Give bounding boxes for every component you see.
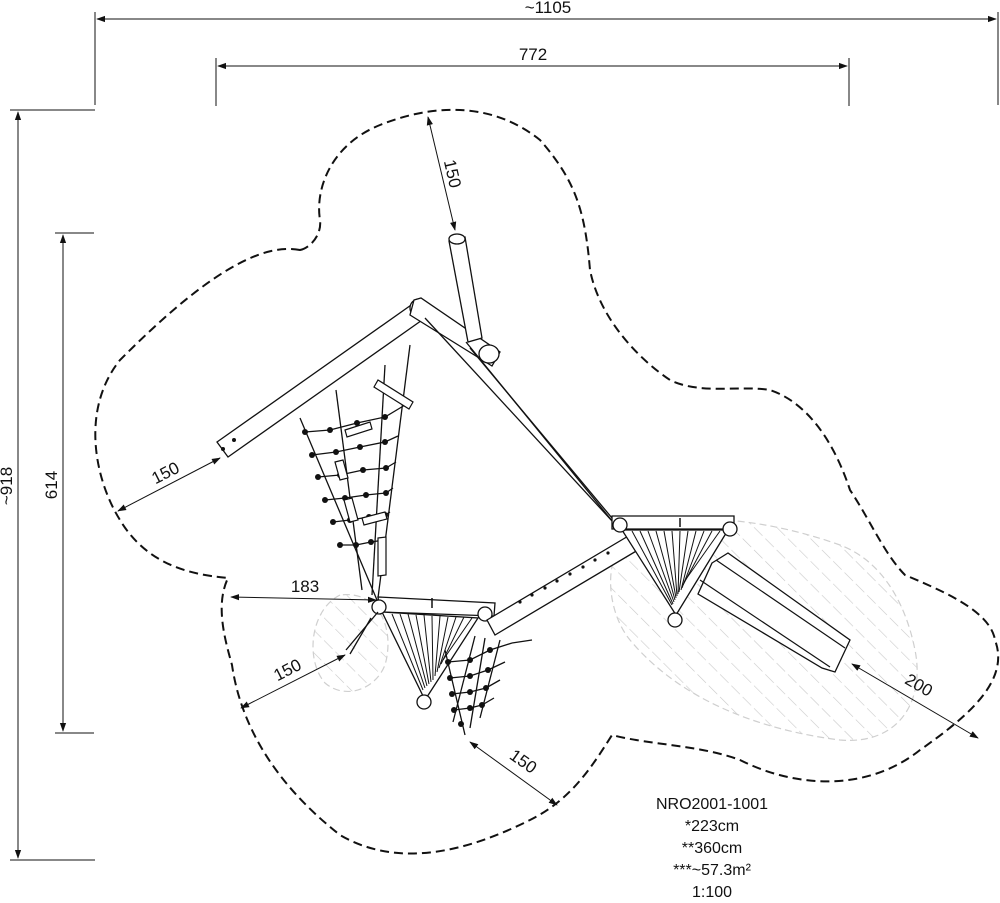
equipment-depth-dimension: [55, 232, 94, 734]
free-space-left-label: 150: [149, 458, 183, 488]
product-code: NRO2001-1001: [656, 796, 768, 813]
free-space-bottom-label: 150: [506, 746, 540, 778]
free-space-slide-arrow: [851, 663, 979, 739]
equipment-width-label: 772: [519, 45, 547, 64]
free-space-bottom-arrow: [469, 741, 558, 806]
free-space-top-arrow: [426, 116, 457, 231]
free-space-lower-left-label: 150: [271, 655, 305, 685]
free-space-lower-left-arrow: [240, 654, 346, 709]
right-platform: [611, 515, 738, 628]
safety-area: ***~57.3m²: [673, 862, 751, 879]
free-space-top-label: 150: [440, 158, 465, 190]
overall-depth-label: ~918: [0, 467, 16, 505]
total-height: **360cm: [682, 840, 742, 857]
free-fall-height: *223cm: [685, 818, 739, 835]
overall-width-dimension: [94, 12, 999, 105]
equipment-width-dimension: [215, 58, 850, 106]
rope-net-knots: [302, 414, 389, 548]
overall-width-label: ~1105: [525, 0, 571, 17]
safety-zone-outline: [94, 108, 1000, 855]
wooden-rungs: [334, 379, 414, 577]
free-space-offset-arrow: [230, 594, 377, 603]
slide: [697, 552, 851, 673]
upper-beam: [216, 298, 429, 458]
left-platform: [345, 596, 496, 710]
equipment-depth-label: 614: [42, 471, 61, 499]
drawing-scale: 1:100: [692, 884, 732, 901]
free-space-left-arrow: [117, 457, 221, 512]
free-space-offset-label: 183: [291, 577, 319, 596]
lower-rope-net-knots: [445, 647, 493, 727]
tension-cables: [424, 317, 618, 525]
overall-depth-dimension: [10, 109, 95, 861]
leaning-mast: [448, 233, 500, 364]
